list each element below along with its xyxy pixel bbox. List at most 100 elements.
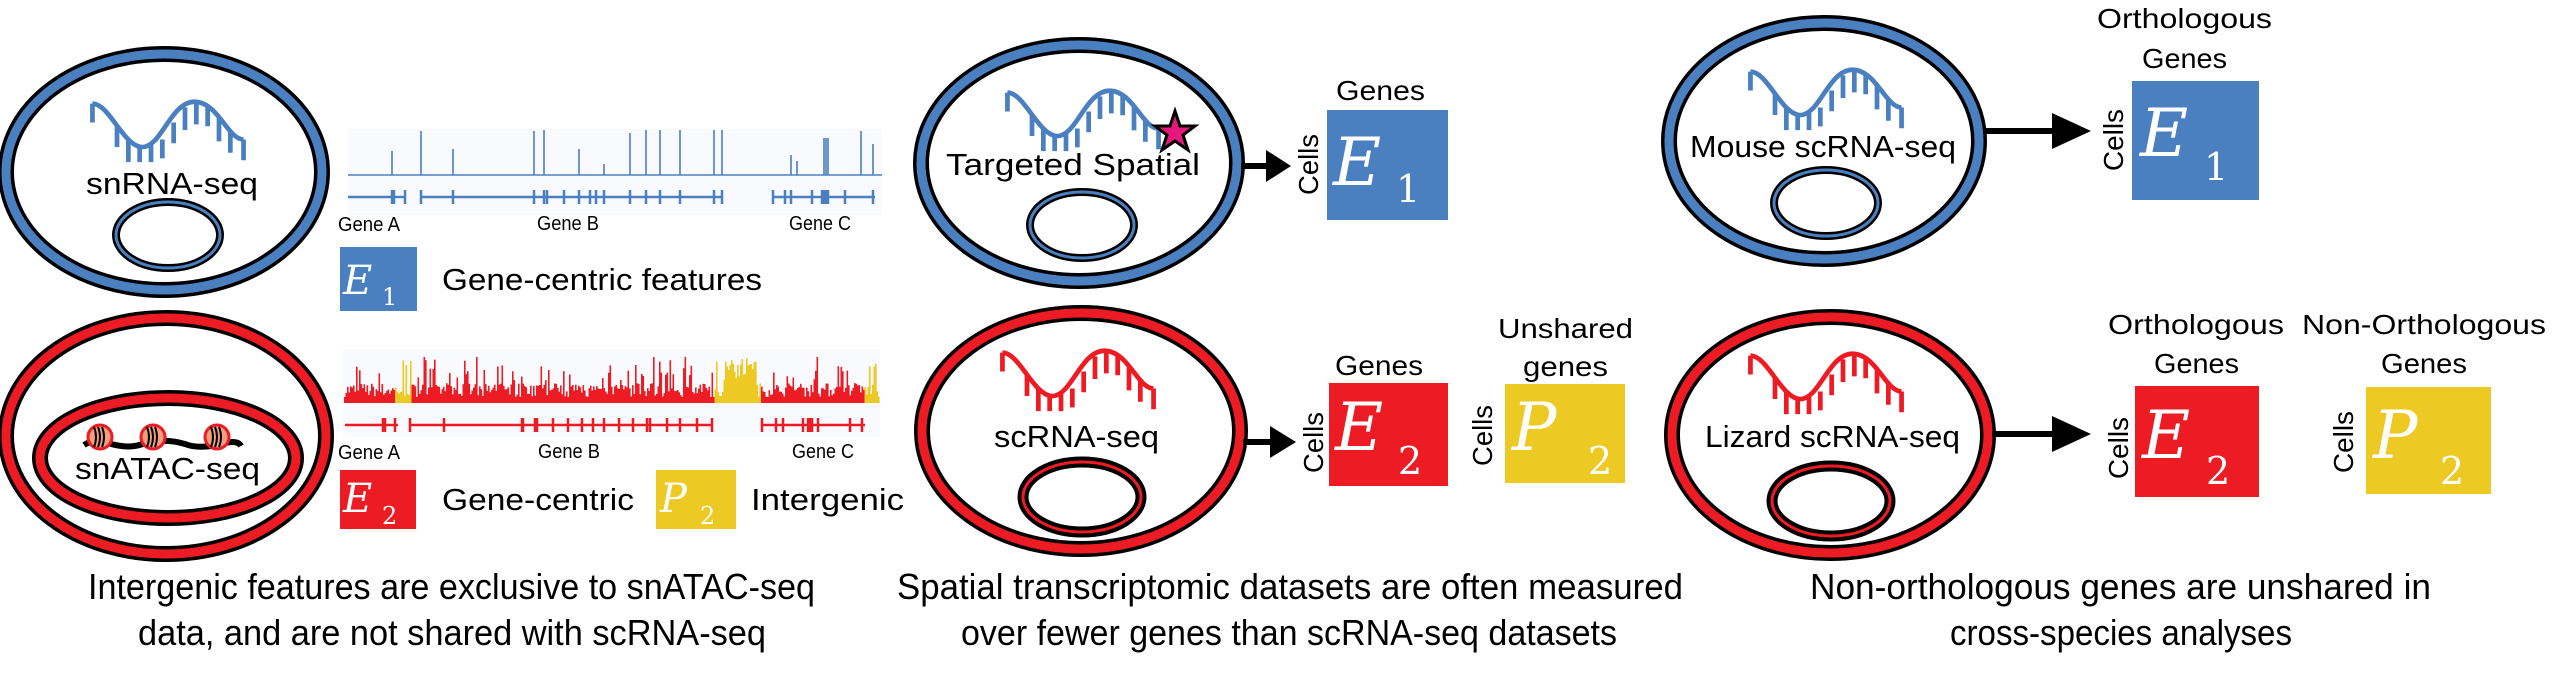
matrix-subscript: 2: [700, 502, 715, 530]
signal-peak: [744, 373, 747, 403]
signal-peak: [662, 396, 664, 403]
signal-peak: [791, 386, 793, 403]
matrix-letter: P: [1511, 389, 1558, 466]
atac-gene-models: [345, 418, 865, 432]
gene-b-label: Gene B: [537, 213, 599, 235]
signal-peak: [380, 392, 382, 403]
signal-peak: [389, 393, 391, 403]
signal-peak: [636, 383, 639, 403]
signal-peak: [533, 385, 535, 403]
signal-peak: [347, 386, 349, 403]
signal-peak: [425, 360, 427, 403]
cells-axis-label: Cells: [2103, 417, 2134, 479]
signal-peak: [840, 367, 843, 403]
signal-peak: [692, 391, 694, 403]
signal-peak: [557, 387, 559, 403]
signal-peak: [642, 376, 645, 403]
signal-peak: [489, 392, 492, 403]
signal-peak: [641, 373, 643, 403]
signal-peak: [626, 387, 628, 403]
unshared-label-line-2: genes: [1523, 351, 1608, 382]
signal-peak: [785, 387, 787, 403]
signal-peak: [551, 389, 553, 403]
signal-peak: [477, 395, 480, 403]
signal-peak: [597, 388, 600, 403]
signal-peak: [449, 373, 451, 403]
signal-peak: [638, 383, 640, 403]
signal-peak: [536, 385, 538, 403]
signal-peak: [399, 392, 402, 403]
signal-peak: [473, 387, 475, 403]
star-probe-icon: [1150, 106, 1200, 154]
signal-peak: [582, 385, 585, 403]
signal-peak: [609, 365, 612, 403]
matrix-letter: E: [342, 476, 372, 522]
signal-peak: [368, 394, 370, 403]
signal-peak: [746, 358, 748, 403]
signal-peak: [714, 389, 717, 403]
signal-peak: [390, 390, 393, 403]
signal-peak: [612, 394, 615, 403]
signal-peak: [377, 391, 379, 403]
signal-peak: [500, 383, 502, 403]
signal-peak: [528, 393, 531, 403]
signal-peak: [743, 374, 745, 403]
signal-peak: [554, 383, 556, 403]
unshared-label-line-1: Unshared: [1498, 313, 1633, 344]
signal-peak: [426, 394, 429, 403]
signal-peak: [713, 396, 715, 403]
signal-peak: [759, 383, 762, 403]
signal-peak: [848, 385, 850, 403]
signal-peak: [606, 393, 609, 403]
signal-peak: [579, 387, 582, 403]
signal-peak: [395, 387, 397, 403]
signal-peak: [677, 390, 679, 403]
non-orthologous-label-line-1: Non-Orthologous: [2302, 309, 2546, 340]
signal-peak: [707, 390, 709, 403]
signal-peak: [863, 389, 865, 403]
caption-line-2: data, and are not shared with scRNA-seq: [138, 612, 766, 653]
dna-wrap: [150, 426, 154, 448]
signal-peak: [836, 386, 838, 403]
signal-peak: [672, 374, 675, 403]
signal-peak: [819, 396, 822, 403]
orthologous-label-line-1: Orthologous: [2097, 3, 2272, 34]
signal-peak: [401, 391, 403, 403]
e1-legend: E 1 Gene-centric features: [340, 247, 762, 311]
signal-peak: [419, 393, 421, 403]
signal-peak: [345, 392, 348, 403]
signal-peak: [432, 368, 435, 403]
signal-peak: [816, 357, 819, 403]
non-orthologous-label-line-2: Genes: [2381, 348, 2467, 379]
caption-line-1: Spatial transcriptomic datasets are ofte…: [897, 566, 1683, 607]
signal-peak: [392, 388, 394, 403]
signal-peak: [827, 383, 829, 403]
signal-peak: [488, 385, 490, 403]
e1-matrix: E 1: [1327, 110, 1448, 220]
signal-peak: [644, 391, 646, 403]
signal-peak: [815, 370, 817, 403]
signal-peak: [803, 387, 805, 403]
signal-peak: [753, 362, 756, 403]
signal-peak: [722, 391, 724, 403]
signal-peak: [780, 391, 783, 403]
signal-peak: [623, 389, 625, 403]
signal-peak: [546, 395, 549, 403]
signal-peak: [834, 388, 837, 403]
cells-axis-label: Cells: [2328, 411, 2359, 473]
signal-peak: [681, 396, 684, 403]
signal-peak: [683, 368, 685, 403]
signal-peak: [527, 393, 529, 403]
signal-peak: [405, 364, 408, 403]
signal-peak: [363, 384, 366, 403]
signal-peak: [741, 359, 744, 403]
signal-peak: [359, 370, 361, 403]
signal-peak: [695, 387, 697, 403]
signal-peak: [360, 384, 363, 403]
signal-peak: [452, 394, 454, 403]
signal-peak: [731, 360, 733, 403]
panel-atac: snRNA-seq Gene A Gene B Gene C E 1 Gene-…: [0, 46, 904, 653]
signal-peak: [570, 386, 573, 403]
signal-peak: [632, 385, 634, 403]
